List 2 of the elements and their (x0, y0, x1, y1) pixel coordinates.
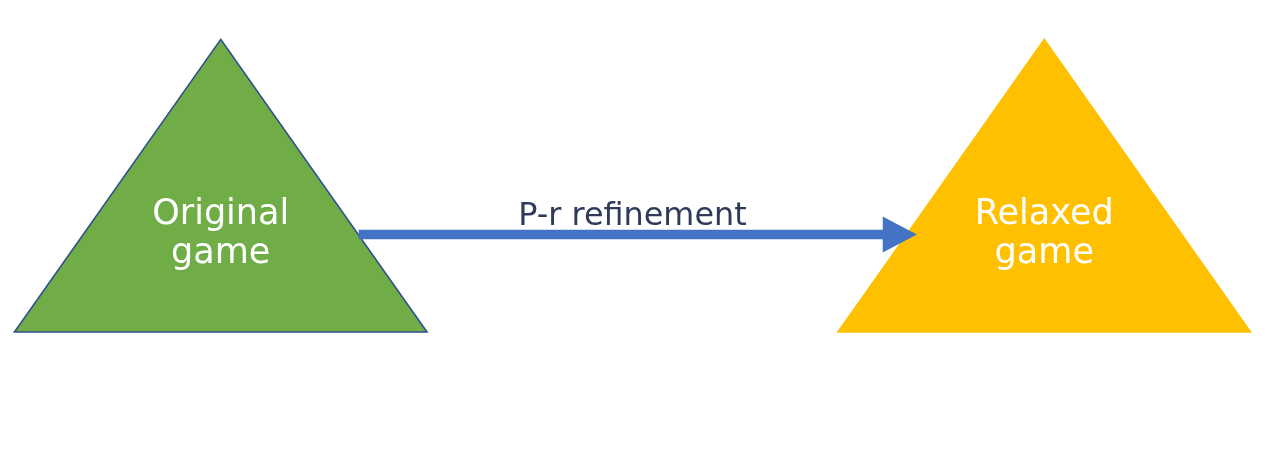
edge-label: P-r refinement (518, 194, 747, 233)
arrow (358, 216, 917, 253)
